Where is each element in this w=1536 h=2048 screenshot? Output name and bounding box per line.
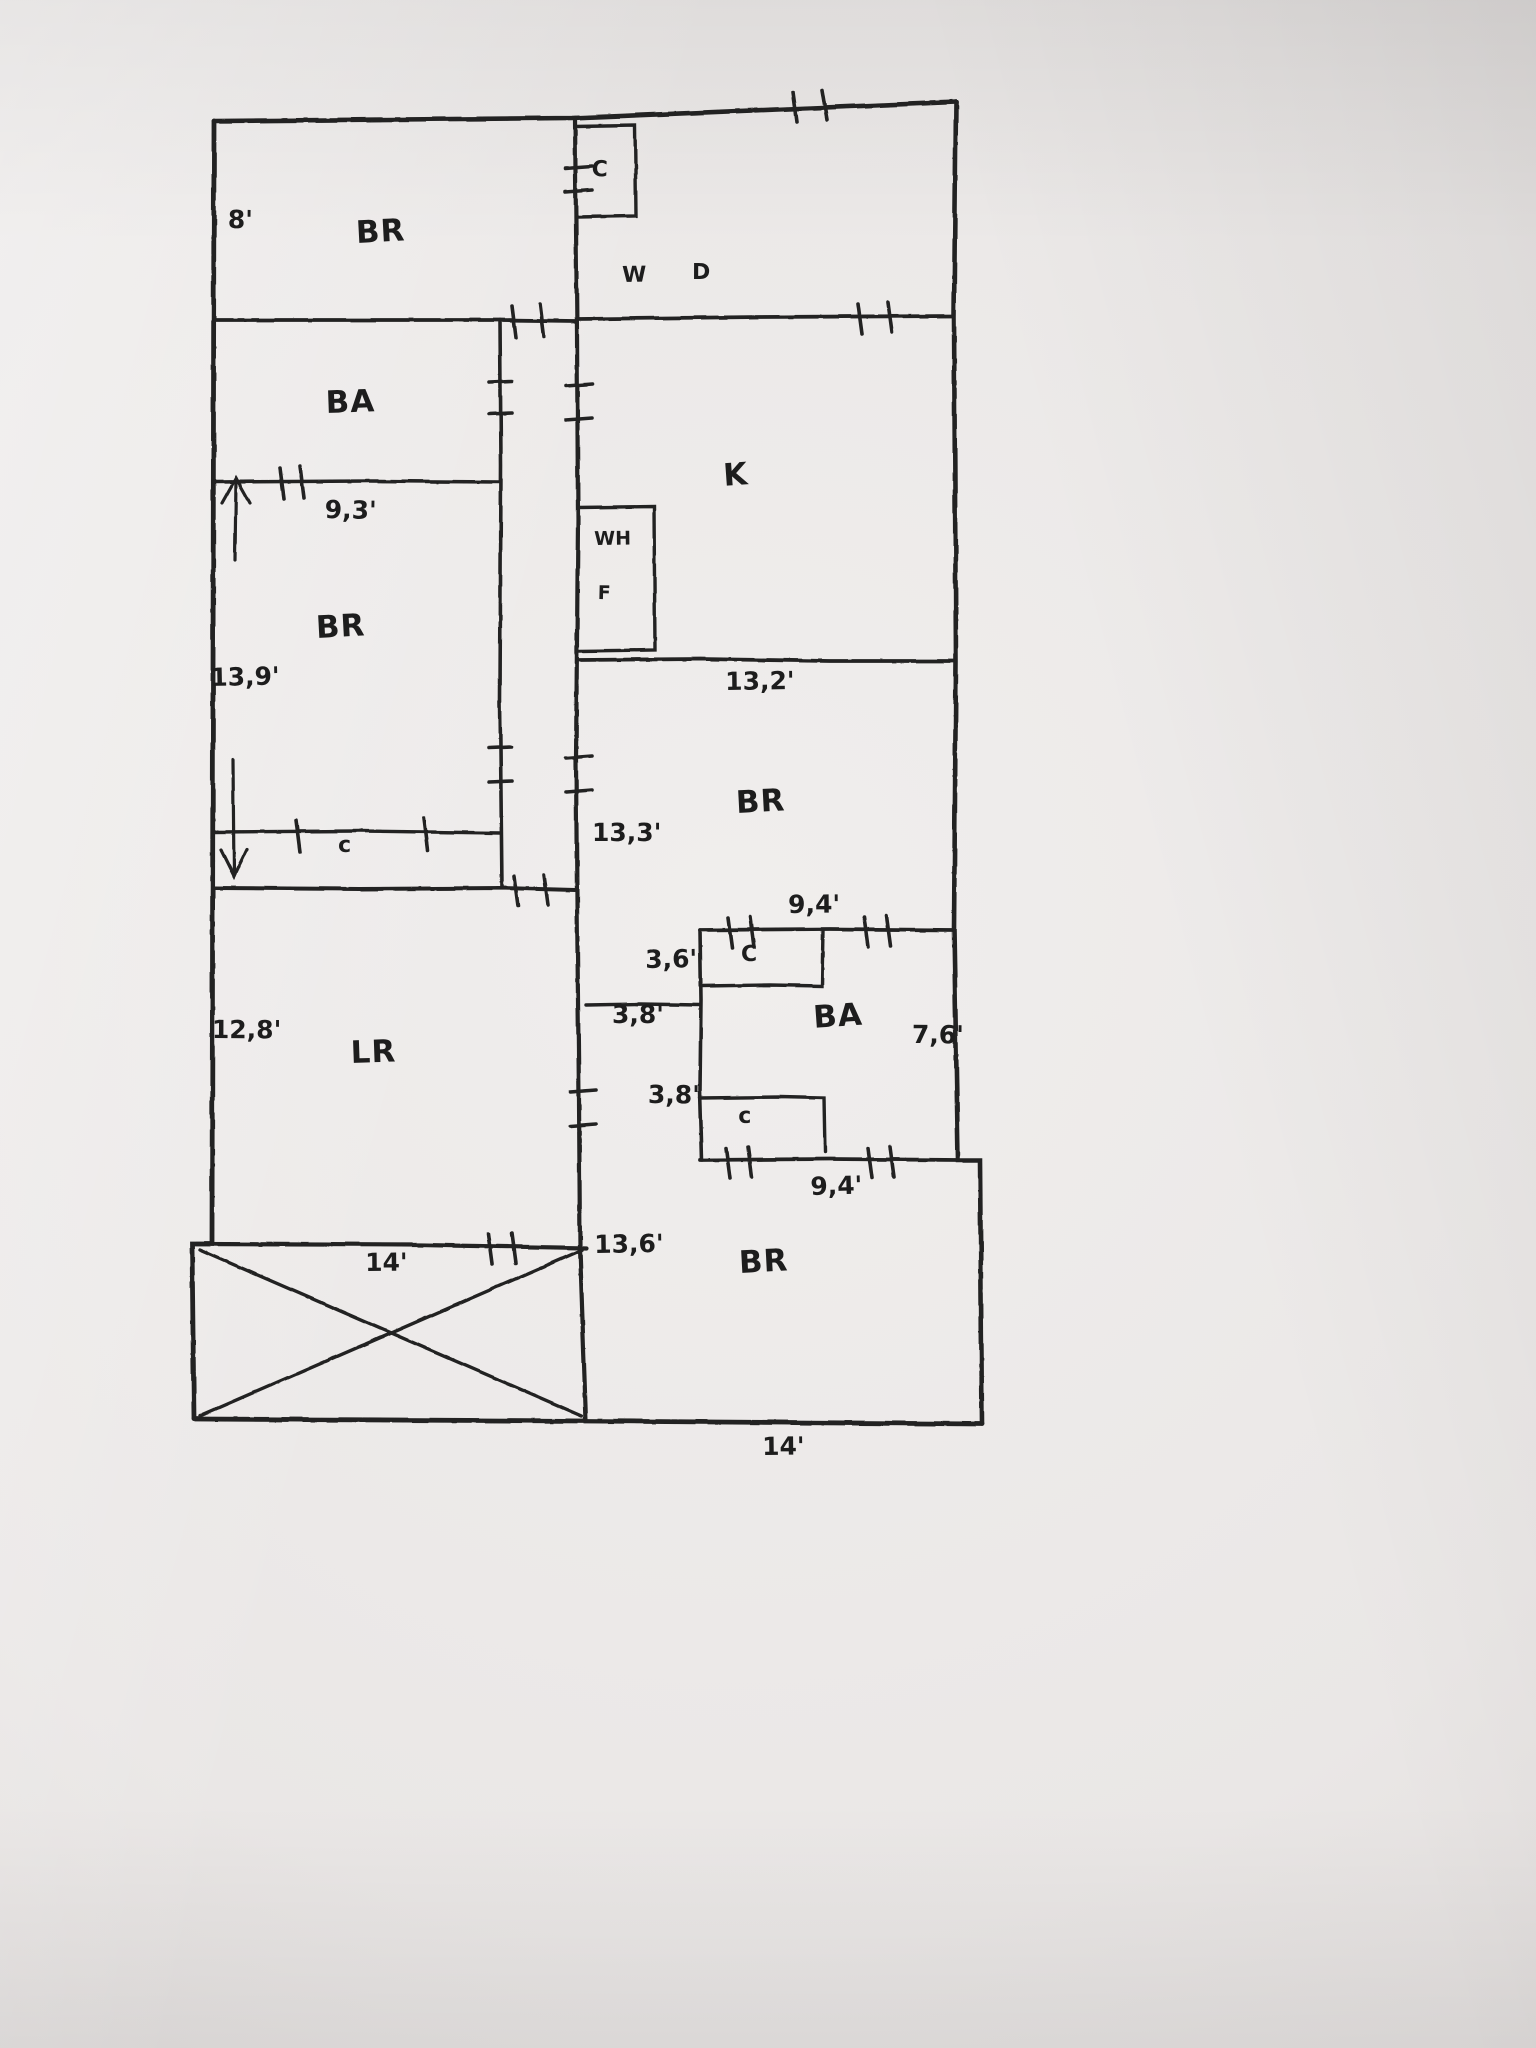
wall-bath-closet-upper <box>701 930 823 986</box>
wall-br-topleft-bottom <box>214 320 575 321</box>
wall-closet-left-top <box>214 831 500 833</box>
wall-exterior-top <box>214 102 956 121</box>
wall-kitchen-bottom <box>579 659 956 661</box>
wall-exterior-left <box>192 121 214 1419</box>
door-openings <box>280 90 894 1264</box>
wall-bath-closet-lower <box>700 1097 825 1152</box>
wall-laundry-bottom <box>577 316 954 319</box>
wall-br-right-bottom <box>700 929 954 930</box>
wall-exterior-right <box>954 102 982 1424</box>
wall-bath-bottom <box>700 1159 958 1160</box>
wall-bath-right-left <box>700 930 702 1160</box>
wall-bath-upper-right <box>500 320 502 888</box>
wall-central-spine <box>575 118 586 1421</box>
wall-lr-bottom <box>196 1244 586 1248</box>
closet-utility-walls <box>578 507 655 651</box>
wall-hall-bottom <box>214 888 575 890</box>
dimension-arrows <box>221 478 250 876</box>
wall-bath-upper-bottom <box>214 481 500 482</box>
wall-bath-notch-left <box>586 1004 700 1005</box>
closet-top-center-walls <box>575 125 636 217</box>
